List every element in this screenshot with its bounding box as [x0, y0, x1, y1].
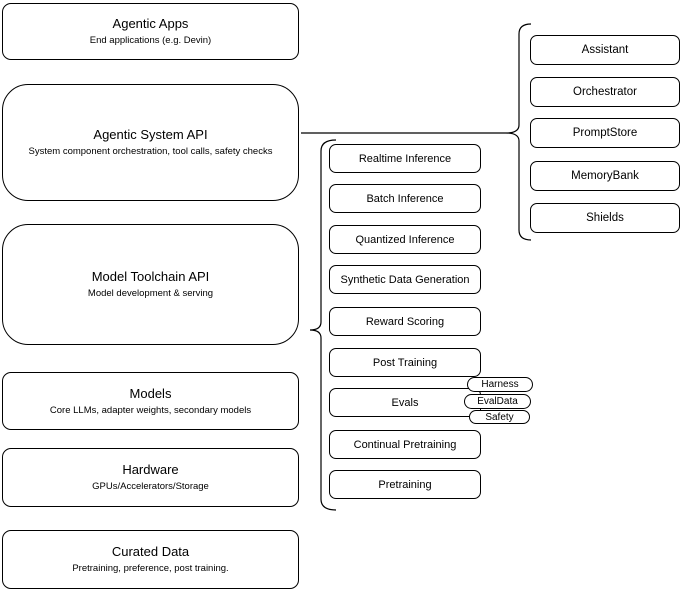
- layer-subtitle: Model development & serving: [87, 288, 214, 299]
- layer-title: Curated Data: [111, 544, 190, 559]
- layer-subtitle: GPUs/Accelerators/Storage: [92, 481, 209, 492]
- layer-box-agentic-system-api: Agentic System API System component orch…: [2, 84, 299, 201]
- layer-subtitle: End applications (e.g. Devin): [89, 35, 212, 46]
- component-orchestrator: Orchestrator: [530, 77, 680, 107]
- layer-box-models: Models Core LLMs, adapter weights, secon…: [2, 372, 299, 430]
- toolchain-item-post-training: Post Training: [329, 348, 481, 377]
- toolchain-item-pretraining: Pretraining: [329, 470, 481, 499]
- layer-subtitle: System component orchestration, tool cal…: [28, 146, 273, 157]
- components-brace: [505, 23, 532, 241]
- component-shields: Shields: [530, 203, 680, 233]
- component-assistant: Assistant: [530, 35, 680, 65]
- eval-tag-evaldata: EvalData: [464, 394, 531, 409]
- layer-subtitle: Core LLMs, adapter weights, secondary mo…: [49, 404, 252, 416]
- toolchain-item-quantized-inference: Quantized Inference: [329, 225, 481, 254]
- layer-title: Agentic Apps: [112, 16, 189, 31]
- layer-subtitle: Pretraining, preference, post training.: [72, 563, 229, 574]
- layer-title: Model Toolchain API: [91, 269, 210, 284]
- toolchain-item-reward-scoring: Reward Scoring: [329, 307, 481, 336]
- layer-title: Agentic System API: [93, 127, 208, 142]
- layer-box-hardware: Hardware GPUs/Accelerators/Storage: [2, 448, 299, 507]
- layer-box-curated-data: Curated Data Pretraining, preference, po…: [2, 530, 299, 589]
- component-memorybank: MemoryBank: [530, 161, 680, 191]
- toolchain-item-batch-inference: Batch Inference: [329, 184, 481, 213]
- layer-box-agentic-apps: Agentic Apps End applications (e.g. Devi…: [2, 3, 299, 60]
- eval-tag-safety: Safety: [469, 410, 530, 424]
- toolchain-item-evals: Evals: [329, 388, 481, 417]
- component-promptstore: PromptStore: [530, 118, 680, 148]
- layer-title: Hardware: [122, 462, 179, 477]
- layer-title: Models: [129, 385, 172, 401]
- layer-box-model-toolchain-api: Model Toolchain API Model development & …: [2, 224, 299, 345]
- toolchain-brace: [309, 139, 337, 511]
- toolchain-item-realtime-inference: Realtime Inference: [329, 144, 481, 173]
- toolchain-item-synthetic-data-generation: Synthetic Data Generation: [329, 265, 481, 294]
- eval-tag-harness: Harness: [467, 377, 533, 392]
- toolchain-item-continual-pretraining: Continual Pretraining: [329, 430, 481, 459]
